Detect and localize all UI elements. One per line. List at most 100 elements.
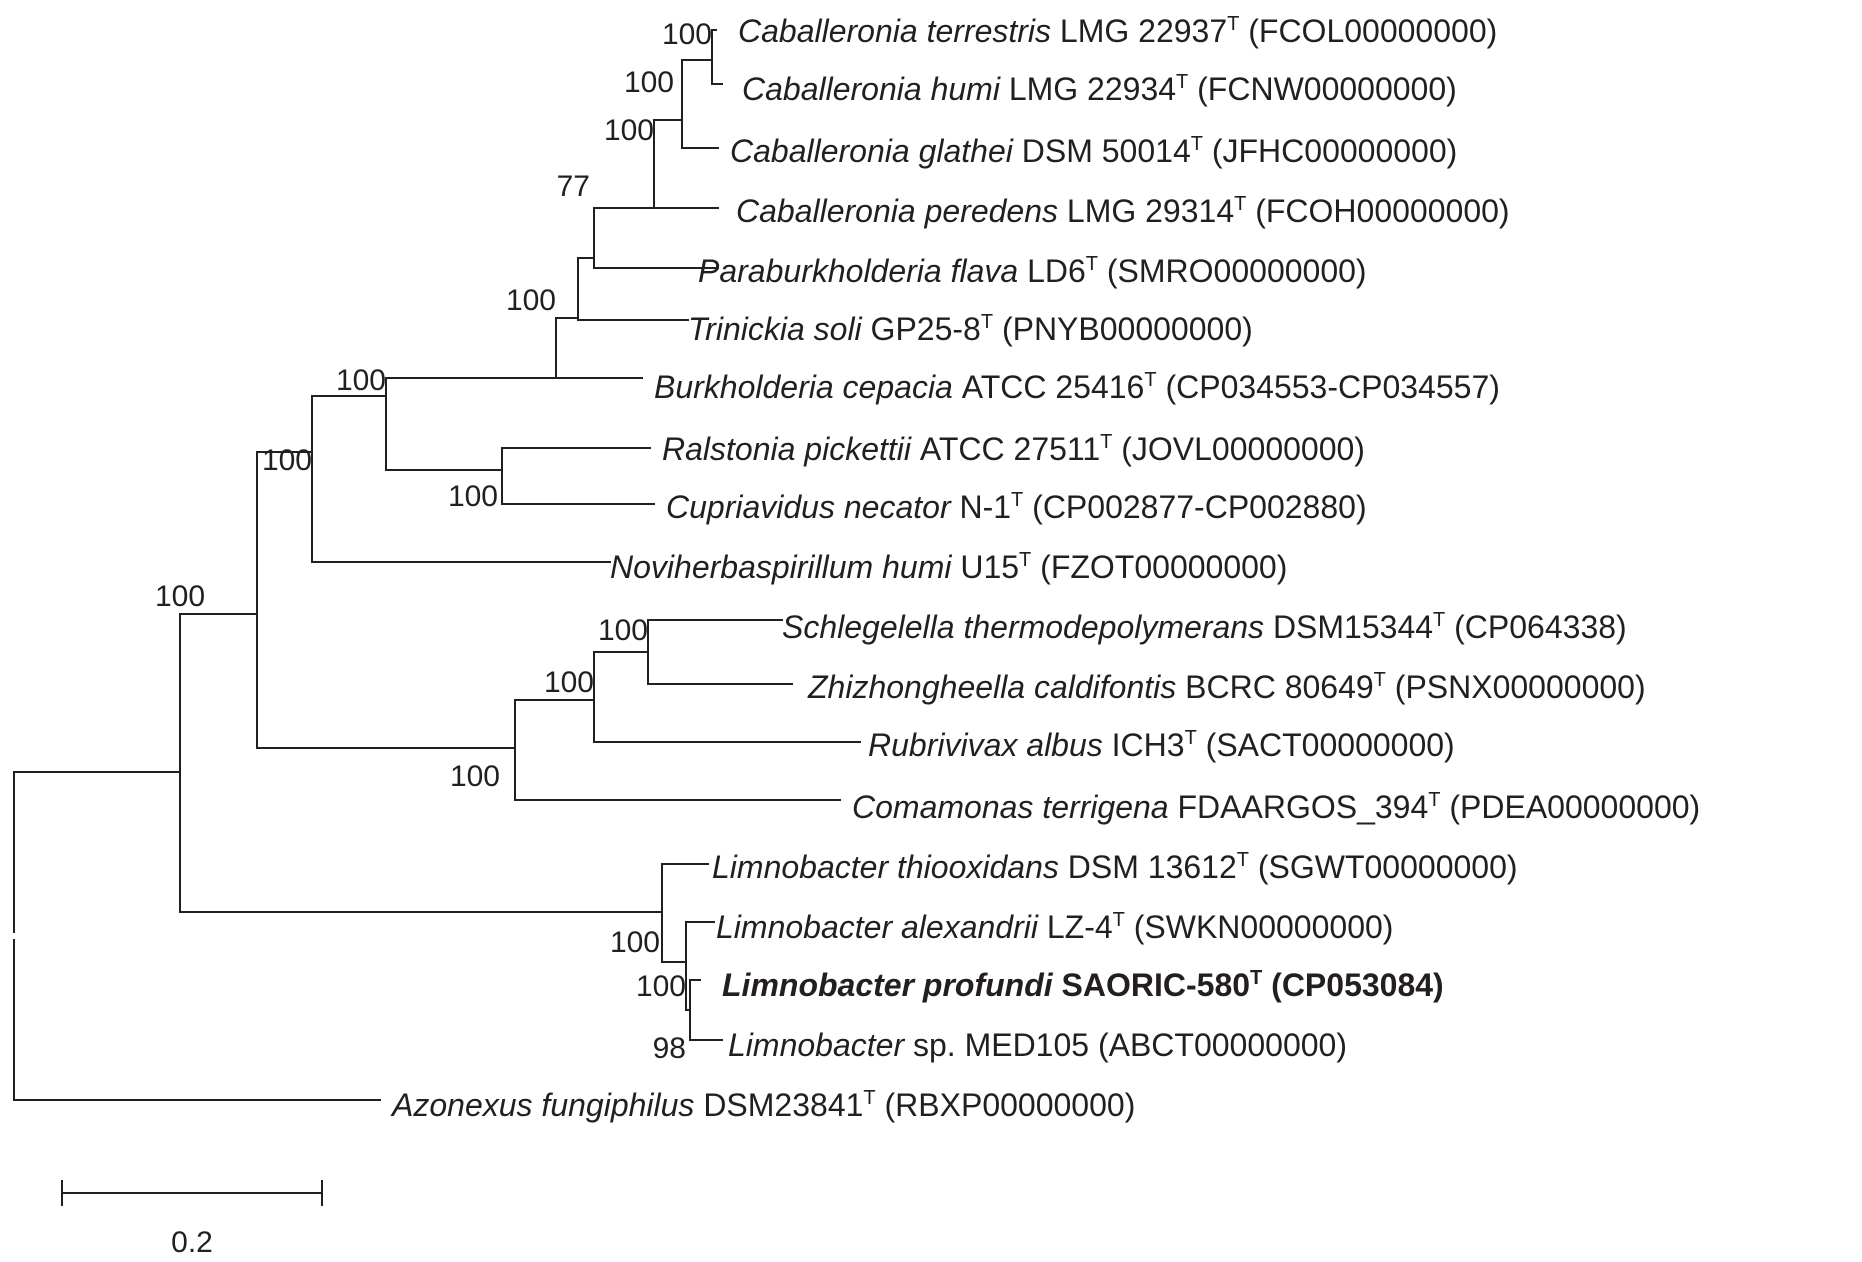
leaf-strain: DSM15344: [1273, 609, 1433, 645]
leaf-type-strain-mark: T: [1176, 71, 1188, 93]
leaf-species-name: Azonexus fungiphilus: [390, 1087, 703, 1123]
bootstrap-value: 77: [557, 170, 590, 203]
leaf-label: Limnobacter sp. MED105 (ABCT00000000): [728, 1027, 1347, 1063]
leaf-accession: (CP064338): [1445, 609, 1626, 645]
leaf-accession: (PSNX00000000): [1386, 669, 1646, 705]
leaf-strain: LMG 22934: [1009, 71, 1176, 107]
leaf-accession: (SGWT00000000): [1249, 849, 1518, 885]
leaf-type-strain-mark: T: [1374, 669, 1386, 691]
scale-bar: 0.2: [61, 1180, 323, 1259]
leaf-strain: N-1: [959, 489, 1011, 525]
leaf-label: Caballeronia peredens LMG 29314T (FCOH00…: [736, 193, 1510, 229]
leaf-label: Limnobacter profundi SAORIC-580T (CP0530…: [722, 967, 1444, 1003]
leaf-type-strain-mark: T: [863, 1087, 875, 1109]
bootstrap-value: 100: [448, 480, 498, 513]
leaf-label: Trinickia soli GP25-8T (PNYB00000000): [688, 311, 1253, 347]
leaf-type-strain-mark: T: [1019, 549, 1031, 571]
leaf-accession: (CP002877-CP002880): [1023, 489, 1366, 525]
leaf-label: Caballeronia glathei DSM 50014T (JFHC000…: [730, 133, 1457, 169]
leaf-type-strain-mark: T: [1237, 849, 1249, 871]
leaf-strain: ATCC 25416: [962, 369, 1145, 405]
leaf-species-name: Limnobacter profundi: [722, 967, 1062, 1003]
leaf-label: Schlegelella thermodepolymerans DSM15344…: [782, 609, 1627, 645]
leaf-species-name: Caballeronia peredens: [736, 193, 1067, 229]
leaf-species-name: Zhizhongheella caldifontis: [807, 669, 1185, 705]
leaf-species-name: Limnobacter: [728, 1027, 913, 1063]
leaf-strain: SAORIC-580: [1062, 967, 1251, 1003]
leaf-strain: ICH3: [1112, 727, 1185, 763]
leaf-strain: DSM23841: [703, 1087, 863, 1123]
scale-bar-line: [61, 1180, 323, 1206]
bootstrap-labels: 1001001007710010010010010010010010010010…: [155, 18, 712, 1065]
leaf-strain: sp. MED105: [913, 1027, 1089, 1063]
leaf-accession: (ABCT00000000): [1089, 1027, 1347, 1063]
leaf-accession: (RBXP00000000): [876, 1087, 1136, 1123]
leaf-accession: (FCNW00000000): [1188, 71, 1457, 107]
bootstrap-value: 100: [624, 66, 674, 99]
leaf-label: Zhizhongheella caldifontis BCRC 80649T (…: [807, 669, 1646, 705]
leaf-accession: (PNYB00000000): [993, 311, 1253, 347]
leaf-label: Azonexus fungiphilus DSM23841T (RBXP0000…: [390, 1087, 1135, 1123]
bootstrap-value: 100: [155, 580, 205, 613]
leaf-type-strain-mark: T: [1086, 253, 1098, 275]
leaf-strain: LZ-4: [1047, 909, 1113, 945]
leaf-type-strain-mark: T: [1234, 193, 1246, 215]
leaf-accession: (JOVL00000000): [1112, 431, 1365, 467]
leaf-strain: U15: [960, 549, 1019, 585]
leaf-species-name: Comamonas terrigena: [852, 789, 1177, 825]
bootstrap-value: 100: [450, 760, 500, 793]
leaf-species-name: Caballeronia humi: [742, 71, 1009, 107]
leaf-accession: (JFHC00000000): [1203, 133, 1457, 169]
bootstrap-value: 98: [653, 1032, 686, 1065]
leaf-strain: LMG 22937: [1060, 13, 1227, 49]
leaf-accession: (CP034553-CP034557): [1157, 369, 1500, 405]
bootstrap-value: 100: [610, 926, 660, 959]
leaf-species-name: Caballeronia terrestris: [738, 13, 1060, 49]
leaf-label: Limnobacter thiooxidans DSM 13612T (SGWT…: [712, 849, 1518, 885]
leaf-label: Burkholderia cepacia ATCC 25416T (CP0345…: [654, 369, 1500, 405]
leaf-accession: (SMRO00000000): [1098, 253, 1367, 289]
leaf-accession: (FZOT00000000): [1031, 549, 1287, 585]
leaf-strain: BCRC 80649: [1185, 669, 1374, 705]
leaf-strain: LD6: [1027, 253, 1086, 289]
bootstrap-value: 100: [336, 364, 386, 397]
bootstrap-value: 100: [262, 444, 312, 477]
leaf-species-name: Noviherbaspirillum humi: [610, 549, 960, 585]
leaf-strain: GP25-8: [871, 311, 981, 347]
leaf-strain: DSM 13612: [1068, 849, 1237, 885]
leaf-type-strain-mark: T: [1433, 609, 1445, 631]
leaf-strain: LMG 29314: [1067, 193, 1234, 229]
leaf-species-name: Burkholderia cepacia: [654, 369, 962, 405]
leaf-accession: (CP053084): [1262, 967, 1443, 1003]
leaf-label: Rubrivivax albus ICH3T (SACT00000000): [868, 727, 1455, 763]
tree-branches: [13, 29, 861, 1101]
leaf-type-strain-mark: T: [1011, 489, 1023, 511]
leaf-type-strain-mark: T: [1100, 431, 1112, 453]
leaf-label: Caballeronia terrestris LMG 22937T (FCOL…: [738, 13, 1497, 49]
leaf-type-strain-mark: T: [1227, 13, 1239, 35]
leaf-species-name: Trinickia soli: [688, 311, 871, 347]
leaf-labels: Caballeronia terrestris LMG 22937T (FCOL…: [390, 13, 1700, 1123]
leaf-species-name: Schlegelella thermodepolymerans: [782, 609, 1273, 645]
leaf-type-strain-mark: T: [1185, 727, 1197, 749]
leaf-label: Ralstonia pickettii ATCC 27511T (JOVL000…: [662, 431, 1365, 467]
leaf-accession: (PDEA00000000): [1440, 789, 1700, 825]
leaf-accession: (FCOH00000000): [1246, 193, 1509, 229]
leaf-type-strain-mark: T: [1113, 909, 1125, 931]
leaf-species-name: Rubrivivax albus: [868, 727, 1112, 763]
bootstrap-value: 100: [636, 970, 686, 1003]
leaf-label: Paraburkholderia flava LD6T (SMRO0000000…: [698, 253, 1367, 289]
leaf-label: Comamonas terrigena FDAARGOS_394T (PDEA0…: [852, 789, 1700, 825]
leaf-type-strain-mark: T: [1144, 369, 1156, 391]
leaf-type-strain-mark: T: [981, 311, 993, 333]
leaf-species-name: Limnobacter alexandrii: [716, 909, 1047, 945]
leaf-accession: (SWKN00000000): [1125, 909, 1394, 945]
leaf-species-name: Cupriavidus necator: [666, 489, 959, 525]
leaf-strain: FDAARGOS_394: [1177, 789, 1428, 825]
bootstrap-value: 100: [544, 666, 594, 699]
bootstrap-value: 100: [598, 614, 648, 647]
bootstrap-value: 100: [604, 114, 654, 147]
leaf-accession: (FCOL00000000): [1239, 13, 1497, 49]
leaf-species-name: Caballeronia glathei: [730, 133, 1022, 169]
bootstrap-value: 100: [506, 284, 556, 317]
